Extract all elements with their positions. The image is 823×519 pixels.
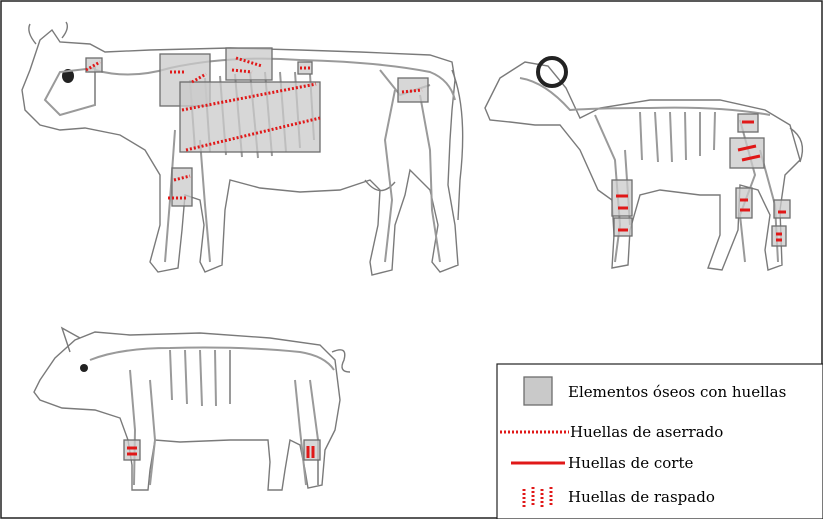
box-sheep-femur [730,138,764,168]
pig-outline [34,332,340,490]
legend-label-cut: Huellas de corte [568,454,693,472]
box-cattle-radius [172,168,192,206]
box-cattle-ribs [180,82,320,152]
legend-label-sawing: Huellas de aserrado [570,423,723,441]
box-sheep-radius [612,180,632,216]
box-sheep-metatarsal [772,226,786,246]
sheep-illustration [485,58,802,270]
pig-illustration [34,328,350,490]
box-cattle-pelvis [398,78,428,102]
box-sheep-metacarpal [614,218,632,236]
pig-eye [80,364,88,372]
legend-label-bone-elements: Elementos óseos con huellas [568,383,786,401]
legend: Elementos óseos con huellas Huellas de a… [497,364,823,519]
box-sheep-tarsal [774,200,790,218]
legend-label-scrape: Huellas de raspado [568,488,715,506]
box-pig-metacarpal [124,440,140,460]
box-sheep-tibia [736,188,752,218]
cattle-illustration [22,22,463,275]
box-cattle-thoracic [226,48,272,80]
legend-swatch-box [524,377,552,405]
